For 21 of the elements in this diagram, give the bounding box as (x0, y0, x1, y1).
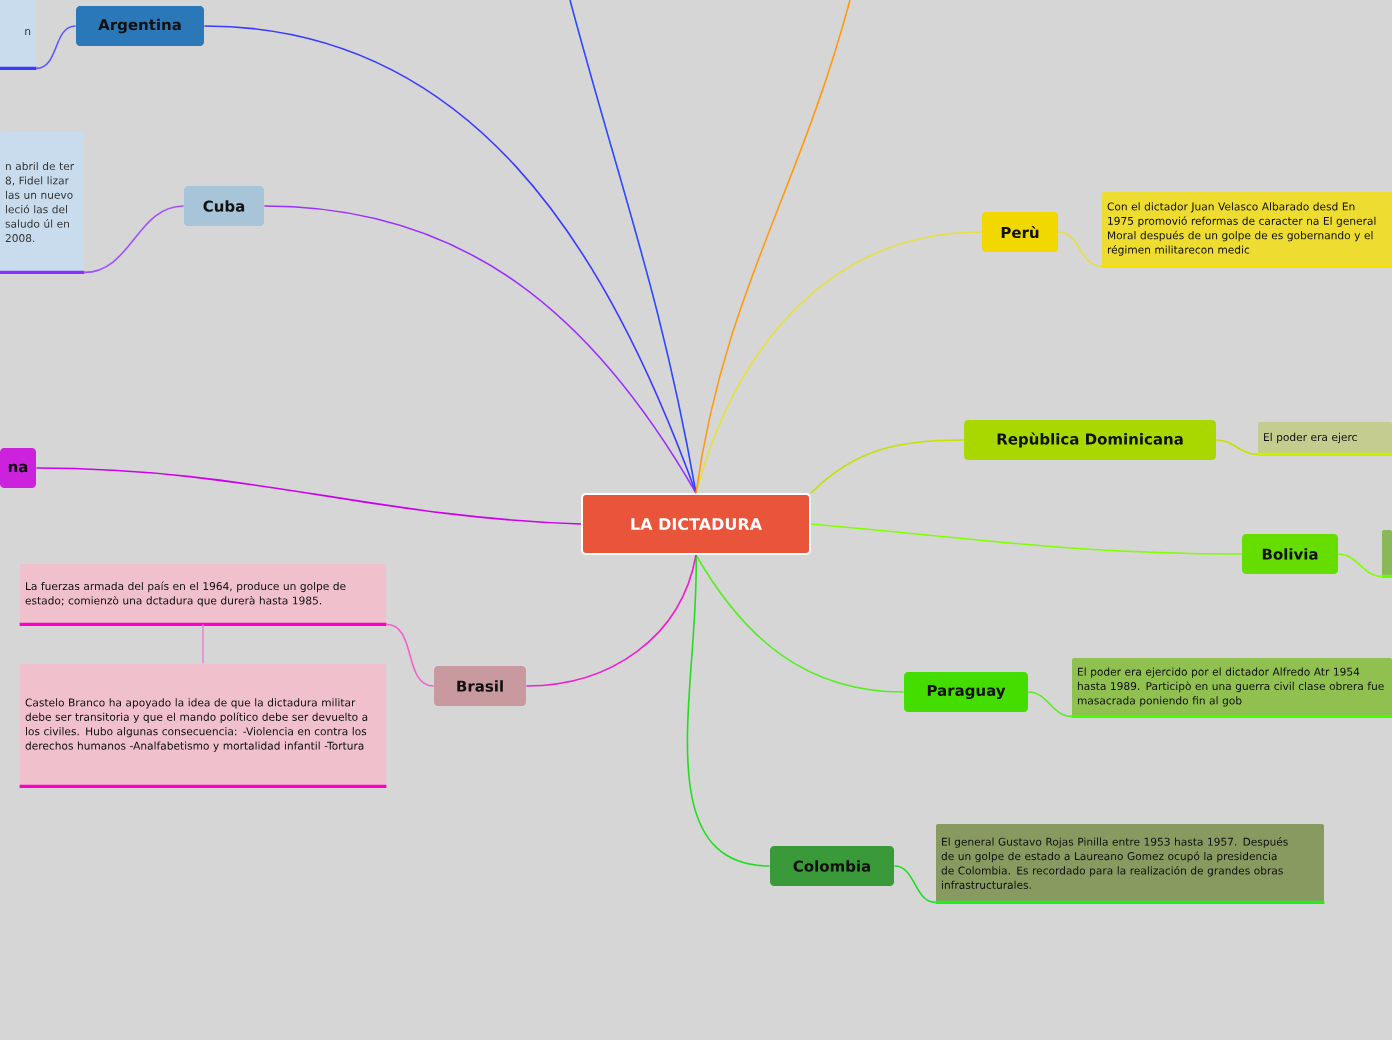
connector (263, 205, 697, 494)
connector (1215, 439, 1259, 456)
connector (385, 623, 435, 687)
connector (35, 467, 582, 525)
connector (1337, 553, 1383, 578)
connector (1057, 231, 1103, 268)
connector (569, 0, 697, 494)
connector (202, 623, 204, 665)
connector (1027, 691, 1073, 718)
connector (810, 523, 1243, 555)
central-topic-box: LA DICTADURA (581, 493, 811, 555)
connector (695, 231, 983, 494)
connector (35, 25, 77, 70)
connector (686, 554, 771, 867)
note-box (1381, 530, 1392, 578)
connector (695, 0, 851, 494)
connector (893, 865, 937, 904)
connector (83, 205, 185, 274)
connector (810, 439, 965, 494)
connector (695, 554, 905, 693)
connector (525, 554, 697, 687)
